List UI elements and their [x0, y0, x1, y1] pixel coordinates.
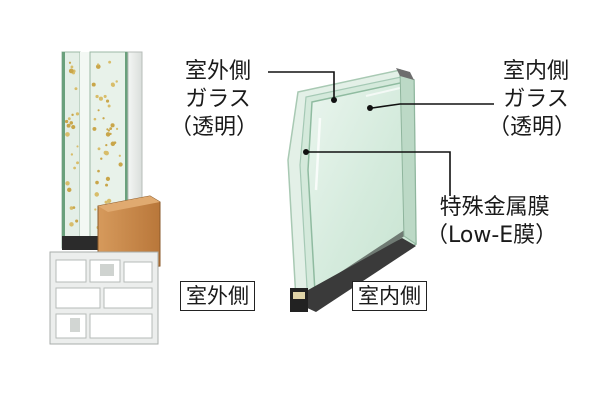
speckle — [67, 117, 71, 121]
speckle — [98, 96, 103, 101]
speckle — [72, 206, 76, 209]
outside-tag: 室外側 — [180, 281, 255, 311]
leader-coating — [306, 151, 451, 196]
outer-glass-line1: 室外側 — [185, 59, 252, 84]
speckle — [76, 145, 79, 148]
speckle — [65, 181, 70, 186]
outer-edge-green — [62, 52, 65, 248]
speckle — [115, 127, 119, 131]
speckle — [70, 65, 74, 69]
speckle — [110, 82, 115, 87]
speckle — [108, 60, 112, 64]
speckle — [69, 206, 74, 210]
speckle — [96, 63, 100, 66]
speckle — [75, 112, 80, 116]
spacer-corner-detail — [293, 292, 305, 299]
bottom-spacer — [290, 238, 416, 312]
wood-sill-top — [98, 196, 160, 212]
speckle — [107, 129, 111, 132]
outer-glass-line3: （透明） — [170, 115, 259, 140]
frame-cross-section — [49, 51, 161, 345]
speckle — [95, 180, 99, 185]
leader-dot — [367, 105, 373, 111]
top-edge — [396, 68, 414, 80]
inner-glass-line2: ガラス — [503, 87, 569, 112]
coating-label: 特殊金属膜 （Low-E膜） — [426, 194, 557, 250]
speckle — [94, 208, 97, 211]
glass-highlight — [314, 117, 322, 191]
inner-glass-label: 室内側 ガラス （透明） — [488, 58, 576, 142]
speckle — [107, 104, 111, 108]
speckle — [105, 183, 109, 187]
inner-edge-green — [125, 52, 128, 248]
speckle — [93, 117, 97, 121]
speckle — [76, 161, 80, 165]
inner-glass-line3: （透明） — [488, 115, 577, 140]
speckle — [97, 147, 101, 151]
glass-highlight — [365, 87, 401, 97]
spacer-corner — [290, 288, 308, 312]
speckle — [68, 68, 74, 74]
outer-glass-label: 室外側 ガラス （透明） — [170, 58, 258, 142]
speckle — [74, 87, 78, 91]
air-gap — [80, 52, 90, 248]
speckle — [91, 82, 96, 87]
coating-line2: （Low-E膜） — [426, 223, 558, 248]
leader-lines — [268, 71, 494, 196]
speckle — [105, 143, 108, 147]
speckle — [75, 219, 79, 223]
leader-inner-glass — [371, 103, 494, 109]
pvc-frame — [49, 251, 159, 345]
gas-speckles — [64, 60, 123, 231]
speckle — [102, 117, 105, 120]
speckle — [71, 125, 76, 130]
speckle — [105, 99, 110, 103]
speckle — [68, 61, 72, 64]
speckle — [71, 113, 74, 117]
speckle — [104, 150, 109, 156]
leader-dot — [303, 149, 309, 155]
inside-tag: 室内側 — [352, 281, 427, 311]
speckle — [113, 141, 117, 144]
speckle — [65, 132, 70, 137]
speckle — [104, 200, 108, 204]
speckle — [100, 157, 103, 160]
speckle — [105, 176, 111, 181]
glass-unit-perspective — [287, 68, 417, 312]
coating-line1: 特殊金属膜 — [439, 195, 550, 220]
speckle — [94, 192, 100, 197]
speckle — [97, 109, 100, 112]
speckle — [118, 162, 123, 167]
speckle — [92, 126, 97, 131]
speckle — [97, 169, 100, 173]
speckle — [106, 128, 109, 131]
speckle — [103, 94, 107, 98]
speckle — [70, 153, 74, 156]
speckle — [67, 187, 72, 193]
inner-glass-line1: 室内側 — [503, 59, 570, 84]
speckle — [95, 64, 101, 69]
speckle — [109, 127, 113, 131]
speckle — [73, 166, 76, 170]
speckle — [106, 198, 112, 204]
speckle — [69, 121, 74, 125]
speckle — [118, 154, 121, 157]
leader-dot — [331, 97, 337, 103]
speckle — [110, 123, 115, 128]
speckle — [64, 119, 69, 124]
speckle — [105, 132, 111, 137]
speckle — [95, 94, 99, 99]
speckle — [69, 222, 74, 227]
leader-outer-glass — [268, 71, 335, 100]
speckle — [66, 123, 71, 128]
outer-glass-line2: ガラス — [185, 87, 251, 112]
speckle — [115, 80, 118, 83]
